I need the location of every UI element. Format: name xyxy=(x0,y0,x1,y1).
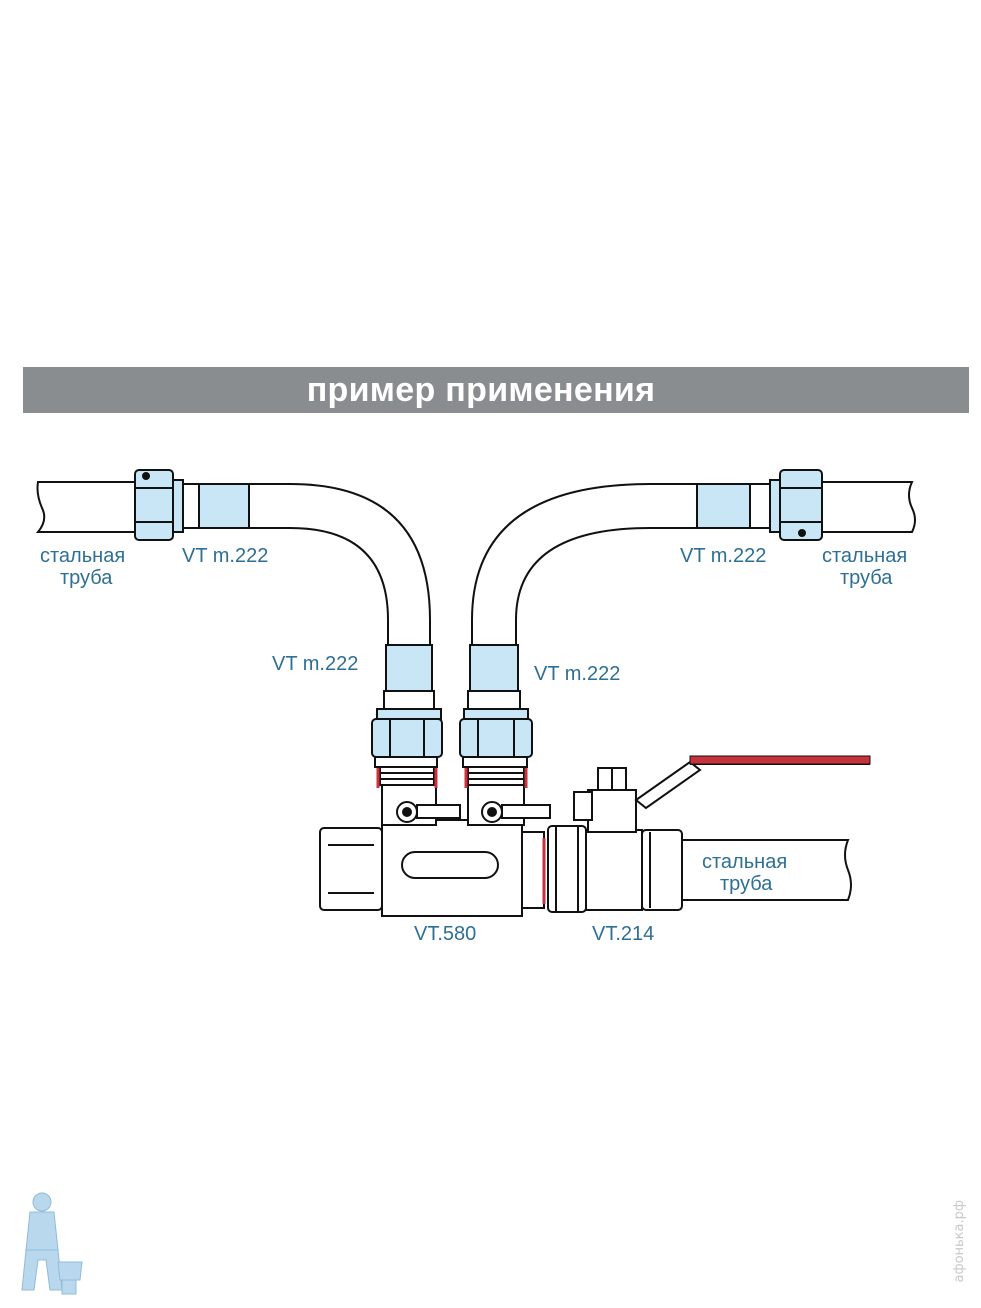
bottom-right-steel-pipe xyxy=(681,839,852,901)
steel-pipe-label-bottom-2: труба xyxy=(720,873,773,895)
plumber-logo-icon xyxy=(21,1192,83,1295)
ball-valve-handle xyxy=(689,755,871,765)
steel-pipe-label-top-left-2: труба xyxy=(60,567,113,589)
title-banner: пример применения xyxy=(23,367,969,413)
manifold-label: VT.580 xyxy=(414,923,476,945)
ball-valve-body xyxy=(547,760,702,913)
banner-title: пример применения xyxy=(306,370,656,409)
watermark: афонька.рф xyxy=(952,1200,967,1283)
fitting-label-top-left: VT m.222 xyxy=(182,545,268,567)
top-right-steel-pipe xyxy=(821,481,916,533)
top-left-bent-pipe xyxy=(249,483,431,645)
steel-pipe-label-top-right-1: стальная xyxy=(822,545,907,567)
right-vertical-fitting xyxy=(459,644,533,786)
top-left-steel-pipe xyxy=(35,481,136,533)
left-vertical-fitting xyxy=(371,644,443,786)
red-seal-marks xyxy=(376,768,546,904)
fitting-label-top-right: VT m.222 xyxy=(680,545,766,567)
steel-pipe-label-top-left-1: стальная xyxy=(40,545,125,567)
top-right-bent-pipe xyxy=(471,483,697,645)
fitting-label-mid-right: VT m.222 xyxy=(534,663,620,685)
top-left-union-nut xyxy=(134,469,250,541)
manifold-body xyxy=(319,784,551,917)
steel-pipe-label-top-right-2: труба xyxy=(840,567,893,589)
ball-valve-label: VT.214 xyxy=(592,923,654,945)
labels: стальная труба VT m.222 VT m.222 стальна… xyxy=(40,545,907,945)
fitting-label-mid-left: VT m.222 xyxy=(272,653,358,675)
top-right-union-nut xyxy=(696,469,823,541)
steel-pipe-label-bottom-1: стальная xyxy=(702,851,787,873)
